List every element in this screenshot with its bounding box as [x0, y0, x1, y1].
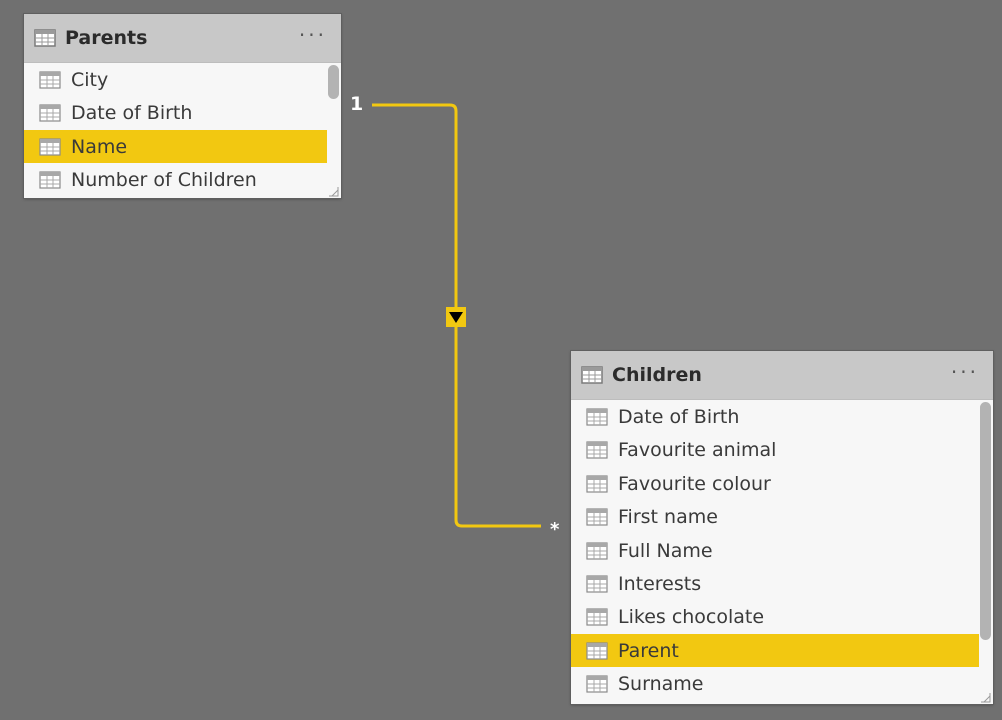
column-icon: [586, 607, 608, 626]
field-row-full-name[interactable]: Full Name: [571, 534, 979, 567]
column-icon: [39, 170, 61, 189]
column-icon: [586, 674, 608, 693]
field-row-parent[interactable]: Parent: [571, 634, 979, 667]
field-label: City: [71, 68, 109, 91]
field-row-likes-chocolate[interactable]: Likes chocolate: [571, 600, 979, 633]
column-icon: [586, 440, 608, 459]
children-more-options-button[interactable]: ···: [950, 360, 979, 384]
field-label: Date of Birth: [618, 405, 740, 428]
column-icon: [586, 541, 608, 560]
column-icon: [586, 641, 608, 660]
children-table-title: Children: [612, 364, 702, 386]
children-table-card[interactable]: Children ··· Date of Birth Favourite ani…: [571, 351, 993, 704]
field-row-name[interactable]: Name: [24, 130, 327, 163]
parents-table-header[interactable]: Parents ···: [24, 14, 341, 63]
field-label: Full Name: [618, 539, 713, 562]
table-icon: [581, 366, 603, 384]
field-label: Favourite animal: [618, 438, 777, 461]
column-icon: [39, 103, 61, 122]
field-row-interests[interactable]: Interests: [571, 567, 979, 600]
field-label: Date of Birth: [71, 101, 193, 124]
table-icon: [34, 29, 56, 47]
resize-grip-icon[interactable]: [327, 185, 339, 197]
field-label: Name: [71, 135, 128, 158]
children-table-header[interactable]: Children ···: [571, 351, 993, 400]
field-row-date-of-birth[interactable]: Date of Birth: [571, 400, 979, 433]
field-label: Number of Children: [71, 168, 257, 191]
field-label: Surname: [618, 672, 704, 695]
field-label: Favourite colour: [618, 472, 771, 495]
field-row-city[interactable]: City: [24, 63, 327, 96]
column-icon: [39, 137, 61, 156]
one-cardinality-label: 1: [350, 93, 364, 115]
column-icon: [39, 70, 61, 89]
parents-scrollbar-thumb[interactable]: [328, 65, 339, 99]
many-cardinality-label: *: [550, 519, 560, 540]
field-row-number-of-children[interactable]: Number of Children: [24, 163, 327, 196]
field-label: Likes chocolate: [618, 605, 765, 628]
field-row-date-of-birth[interactable]: Date of Birth: [24, 96, 327, 129]
field-row-favourite-animal[interactable]: Favourite animal: [571, 433, 979, 466]
field-row-favourite-colour[interactable]: Favourite colour: [571, 467, 979, 500]
column-icon: [586, 574, 608, 593]
column-icon: [586, 507, 608, 526]
children-scrollbar-thumb[interactable]: [980, 402, 991, 640]
resize-grip-icon[interactable]: [979, 691, 991, 703]
field-row-first-name[interactable]: First name: [571, 500, 979, 533]
parents-more-options-button[interactable]: ···: [298, 23, 327, 47]
parents-table-title: Parents: [65, 27, 148, 49]
column-icon: [586, 407, 608, 426]
field-label: First name: [618, 505, 718, 528]
column-icon: [586, 474, 608, 493]
parents-table-card[interactable]: Parents ··· City Date of Birth Name: [24, 14, 341, 198]
field-row-surname[interactable]: Surname: [571, 667, 979, 700]
field-label: Parent: [618, 639, 679, 662]
field-label: Interests: [618, 572, 702, 595]
